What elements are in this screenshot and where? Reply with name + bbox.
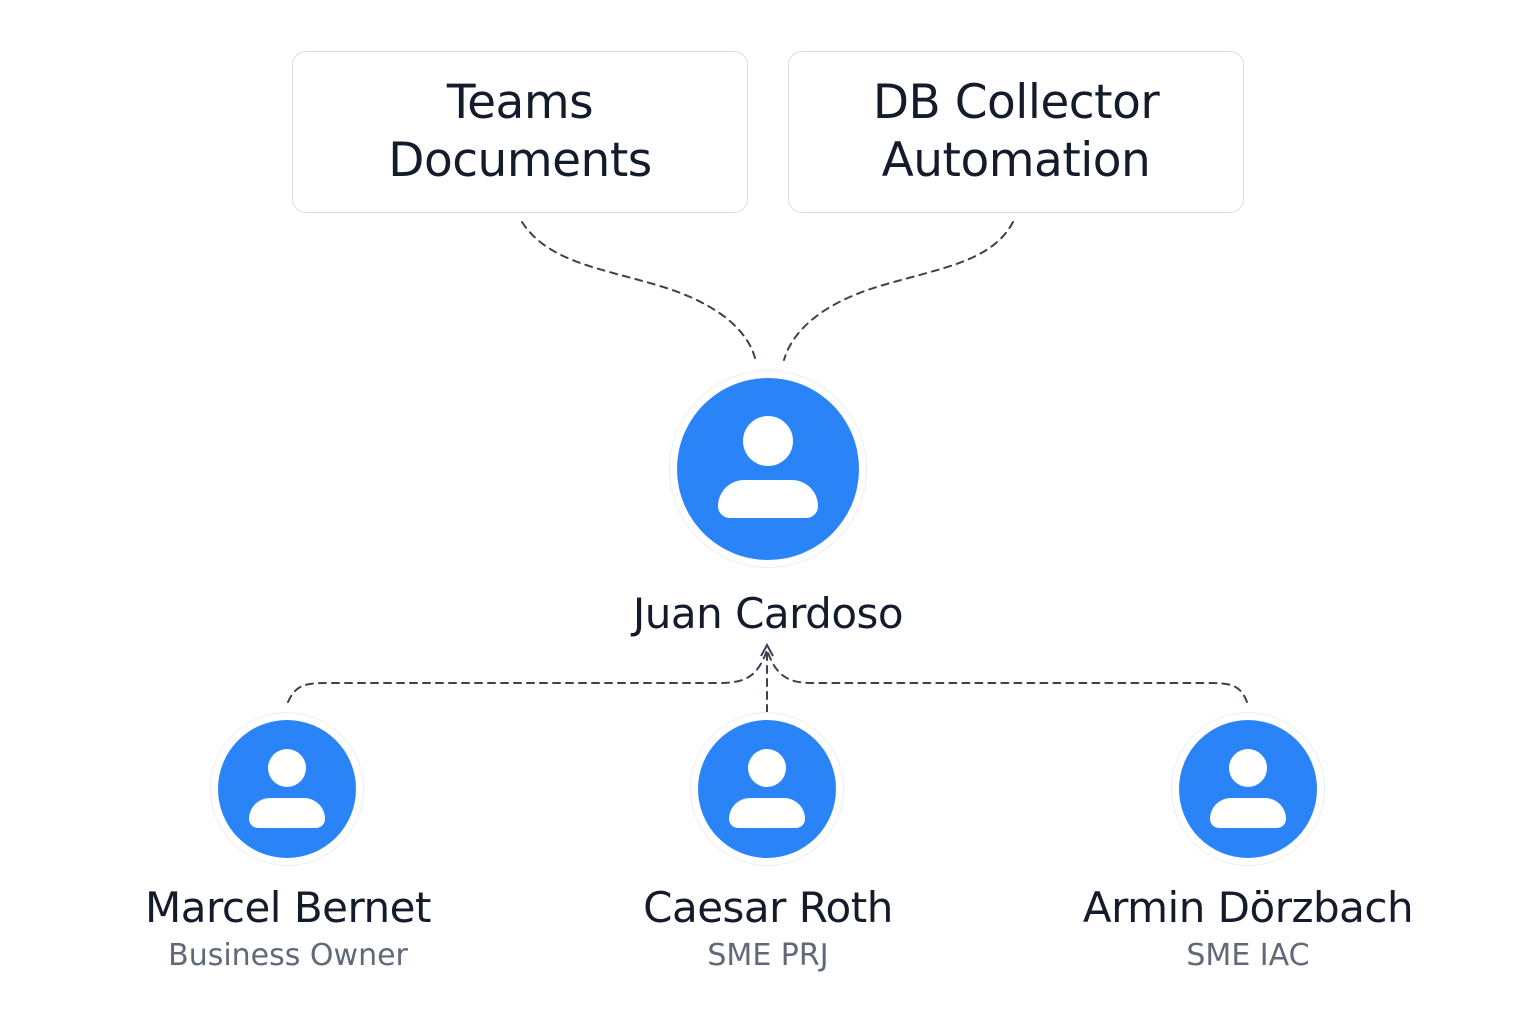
member-name: Caesar Roth [643, 883, 893, 932]
person-icon [1179, 720, 1317, 858]
avatar-body [1210, 798, 1286, 828]
avatar-head [1229, 749, 1267, 787]
member-role: SME IAC [1186, 938, 1310, 973]
avatar-body [718, 480, 818, 518]
person-icon [218, 720, 356, 858]
connector-marcel-to-juan [287, 649, 768, 703]
avatar-head [748, 749, 786, 787]
connector-db-to-juan [783, 221, 1014, 361]
member-role: SME PRJ [707, 938, 829, 973]
avatar-head [743, 416, 793, 466]
avatar-head [268, 749, 306, 787]
db-collector-automation-box: DB Collector Automation [788, 51, 1244, 213]
root-name: Juan Cardoso [632, 589, 904, 638]
person-icon [677, 378, 859, 560]
member-name: Armin Dörzbach [1082, 883, 1414, 932]
member-name: Marcel Bernet [145, 883, 431, 932]
connector-teams-to-juan [521, 221, 756, 359]
box-label-line: Documents [388, 133, 652, 188]
person-icon [698, 720, 836, 858]
connector-armin-to-juan [766, 649, 1248, 703]
teams-documents-box: Teams Documents [292, 51, 748, 213]
box-label-line: Teams [446, 75, 594, 130]
avatar-body [729, 798, 805, 828]
box-label-line: Automation [881, 133, 1151, 188]
box-label-line: DB Collector [872, 75, 1160, 130]
member-role: Business Owner [168, 938, 408, 973]
avatar-body [249, 798, 325, 828]
arrowhead [760, 642, 774, 657]
